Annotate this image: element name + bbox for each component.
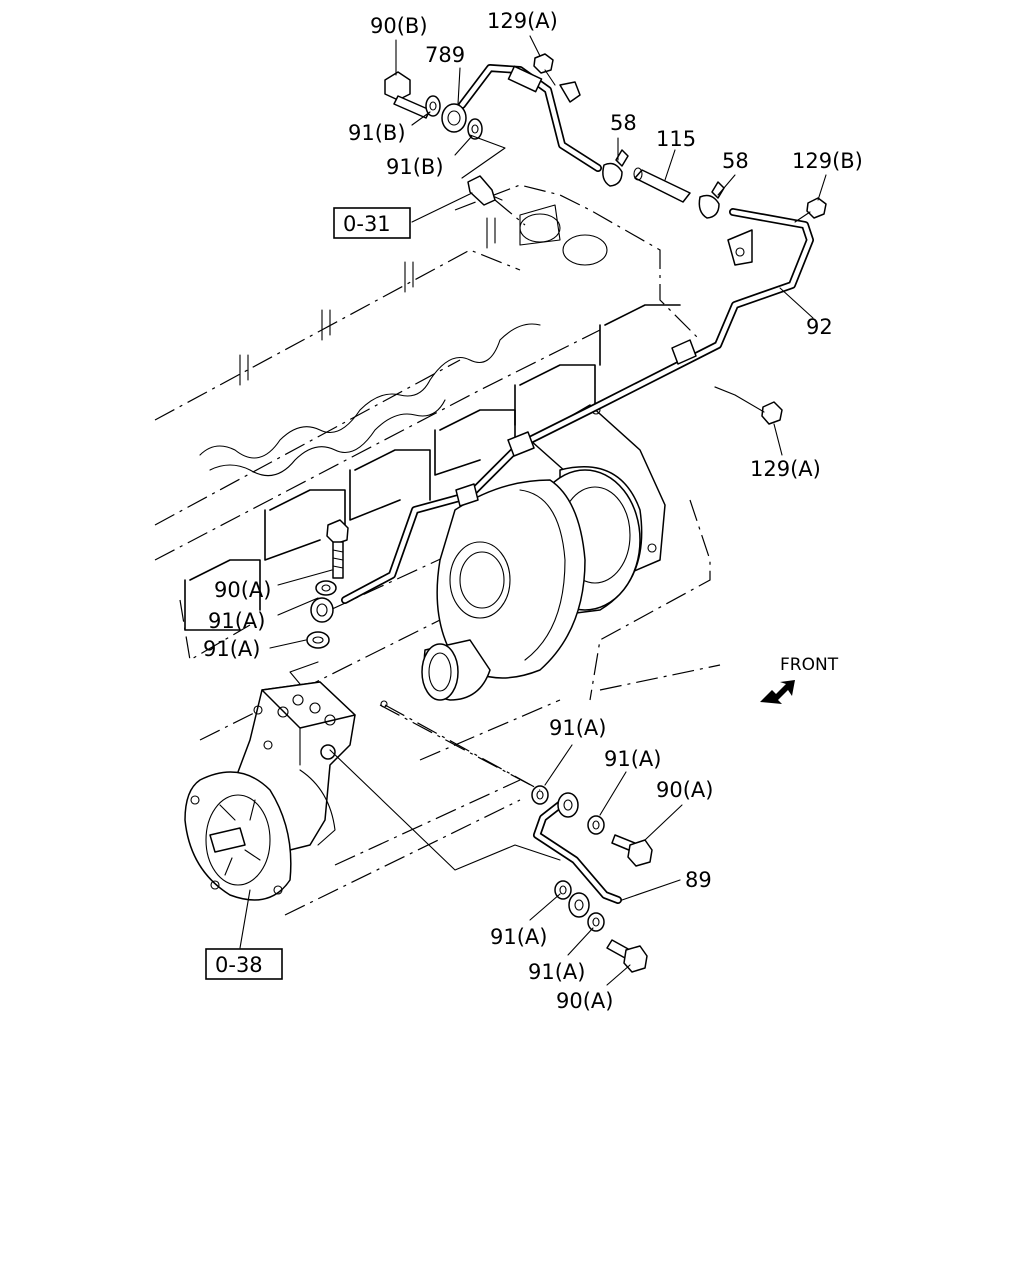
ref-label-0-38: 0-38 (215, 953, 263, 977)
washer-91a-left1 (315, 580, 337, 596)
bolt-90a-mid (611, 834, 653, 867)
front-arrow-icon (760, 680, 795, 704)
label-129b: 129(B) (792, 149, 863, 173)
label-front: FRONT (780, 655, 839, 675)
ref-box-0-31: 0-31 (333, 207, 411, 239)
label-91a-left1: 91(A) (208, 609, 265, 633)
leader-lines (239, 35, 827, 986)
label-91a-mid2: 91(A) (604, 747, 661, 771)
fitting-0-31 (467, 175, 526, 226)
label-90a-left: 90(A) (214, 578, 271, 602)
hose-789 (441, 64, 602, 172)
label-91a-mid1: 91(A) (549, 716, 606, 740)
leader-dot-89 (380, 700, 388, 708)
leader-91b-bracket (461, 134, 506, 179)
label-91a-low2: 91(A) (528, 960, 585, 984)
washer-91b-2 (467, 118, 483, 140)
bolt-90b (384, 71, 431, 119)
label-90b: 90(B) (370, 14, 428, 38)
pipe-92 (310, 208, 814, 623)
air-compressor (184, 681, 356, 901)
label-91a-low1: 91(A) (490, 925, 547, 949)
washer-91a-left2 (306, 631, 330, 649)
label-58-right: 58 (722, 149, 749, 173)
bolt-129a-right (709, 384, 783, 425)
clamp-58-left (602, 149, 629, 187)
label-91a-left2: 91(A) (203, 637, 260, 661)
leader-compressor-top (289, 661, 319, 685)
leader-compressor-89 (329, 749, 561, 871)
washer-91b-1 (425, 95, 441, 117)
label-129a-top: 129(A) (487, 9, 558, 33)
callout-labels: 90(B) 129(A) 789 91(B) 91(B) 58 115 58 1… (203, 9, 863, 1013)
turbocharger (421, 404, 666, 701)
label-92: 92 (806, 315, 833, 339)
label-129a-right: 129(A) (750, 457, 821, 481)
label-789: 789 (425, 43, 465, 67)
label-115: 115 (656, 127, 696, 151)
label-91b-2: 91(B) (386, 155, 444, 179)
ref-box-0-38: 0-38 (205, 948, 283, 980)
bolt-90a-left (326, 519, 349, 579)
engine-block-outline (154, 184, 721, 916)
label-89: 89 (685, 868, 712, 892)
label-91b-1: 91(B) (348, 121, 406, 145)
bolt-129b (794, 197, 827, 223)
washer-91a-low2 (587, 912, 605, 932)
bolt-129a-top (533, 53, 556, 86)
clamp-58-right (698, 181, 725, 219)
washer-91a-mid2 (587, 815, 605, 835)
label-90a-mid: 90(A) (656, 778, 713, 802)
washer-91a-mid1 (531, 785, 549, 805)
hose-115 (633, 167, 691, 203)
leader-dash-89 (384, 704, 541, 791)
ref-label-0-31: 0-31 (343, 212, 391, 236)
pipe-89 (533, 792, 622, 918)
label-90a-low: 90(A) (556, 989, 613, 1013)
label-58-left: 58 (610, 111, 637, 135)
